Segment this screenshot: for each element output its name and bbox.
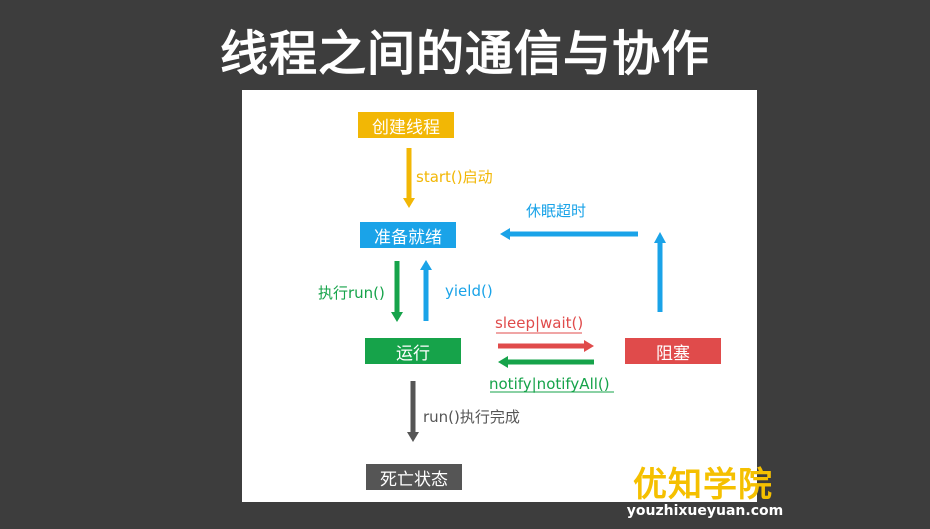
node-blocked: 阻塞 (625, 338, 721, 364)
page-title: 线程之间的通信与协作 (219, 26, 710, 82)
label-sleep-timeout: 休眠超时 (526, 202, 587, 220)
arrow-notify (498, 356, 594, 368)
arrow-yield (420, 260, 432, 321)
node-create-thread: 创建线程 (358, 112, 454, 138)
brand-logo: 优知学院 (633, 465, 773, 505)
arrow-sleep-wait (498, 340, 594, 352)
label-yield: yield() (445, 282, 493, 300)
arrow-start (403, 148, 415, 208)
label-notify: notify|notifyAll() (489, 375, 610, 393)
brand-url: youzhixueyuan.com (626, 503, 784, 519)
label-sleep-wait: sleep|wait() (495, 314, 584, 332)
label-complete: run()执行完成 (423, 408, 520, 426)
arrow-sleep-timeout (500, 228, 666, 312)
node-running: 运行 (365, 338, 461, 364)
state-diagram: 创建线程 准备就绪 运行 阻塞 死亡状态 start()启动 执行run() y… (242, 90, 757, 502)
diagram-arrows (391, 148, 666, 442)
node-dead: 死亡状态 (366, 464, 462, 490)
arrow-complete (407, 381, 419, 442)
label-run: 执行run() (318, 284, 385, 302)
arrow-run (391, 261, 403, 322)
node-ready: 准备就绪 (360, 222, 456, 248)
label-start: start()启动 (416, 168, 493, 186)
